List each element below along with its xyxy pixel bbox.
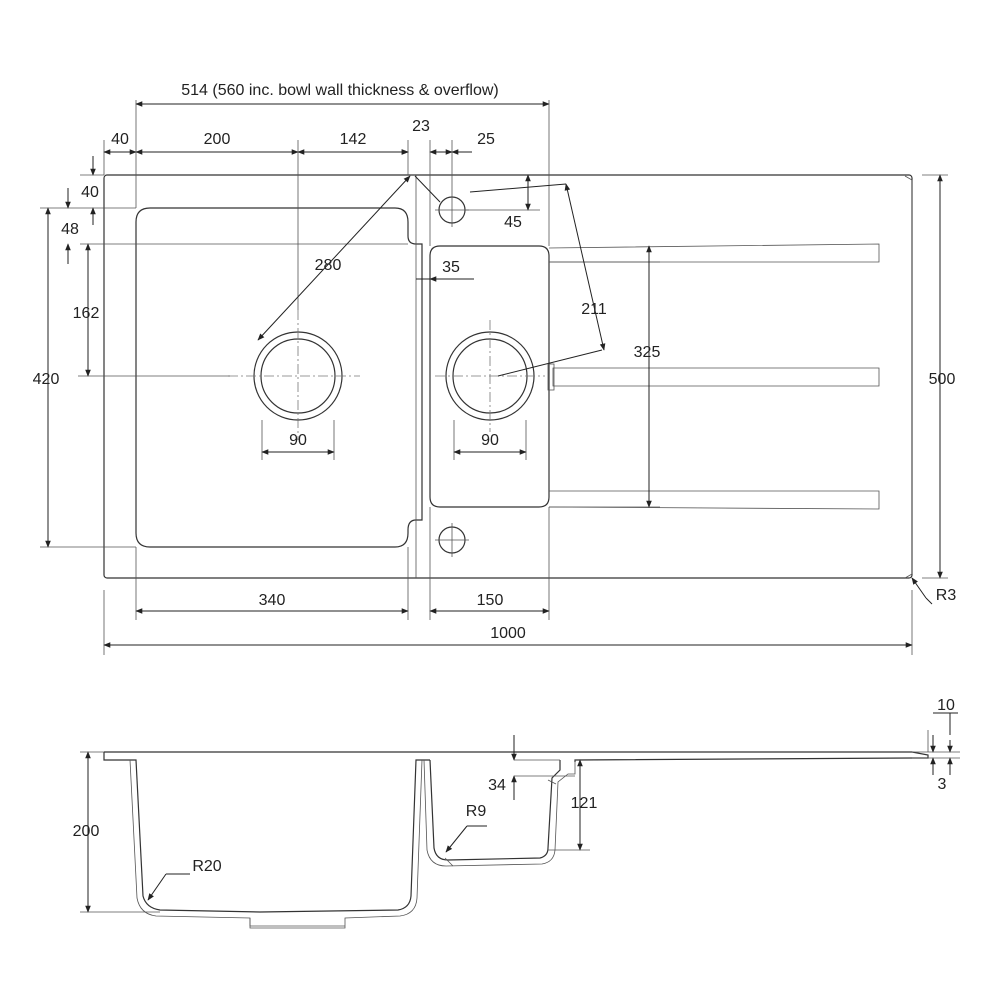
tap-hole [435,193,469,227]
label-r3: R3 [936,587,957,604]
label-325: 325 [634,344,661,361]
sink-outline [103,174,913,579]
label-10: 10 [937,697,955,714]
main-bowl-outline [135,207,423,548]
label-90-left-waste: 90 [289,432,307,449]
label-340: 340 [259,592,286,609]
label-150: 150 [477,592,504,609]
label-500: 500 [929,371,956,388]
label-3: 3 [938,776,947,793]
main-bowl-waste [228,310,360,440]
drainer-groove-top [548,243,880,263]
label-48: 48 [61,221,79,238]
label-40-left-edge: 40 [111,131,129,148]
label-514-overall: 514 (560 inc. bowl wall thickness & over… [181,82,498,99]
small-bowl-waste [435,320,545,432]
label-121: 121 [571,795,598,812]
label-420: 420 [33,371,60,388]
label-162: 162 [73,305,100,322]
label-r20: R20 [192,858,221,875]
section-small-bowl [429,759,561,861]
label-r9: R9 [466,803,487,820]
section-view: 10 34 121 3 200 R9 R20 [73,697,960,929]
label-211: 211 [581,301,607,318]
label-25: 25 [477,131,495,148]
drainer-center-channel [552,367,880,387]
section-main-bowl [124,759,430,913]
label-142: 142 [340,131,367,148]
label-280: 280 [315,257,342,274]
drainer-rim [904,175,913,579]
small-bowl-outline [429,245,550,508]
label-34: 34 [488,777,506,794]
label-35: 35 [442,259,460,276]
label-90-right-waste: 90 [481,432,499,449]
section-top-deck [104,751,929,762]
label-1000: 1000 [490,625,526,642]
label-200-depth: 200 [73,823,100,840]
label-45: 45 [504,214,522,231]
overflow-hole [435,523,469,557]
plan-view: 514 (560 inc. bowl wall thickness & over… [33,82,957,655]
label-40-top-edge: 40 [81,184,99,201]
label-200: 200 [204,131,231,148]
drainer-groove-bottom [548,490,880,510]
label-23: 23 [412,118,430,135]
